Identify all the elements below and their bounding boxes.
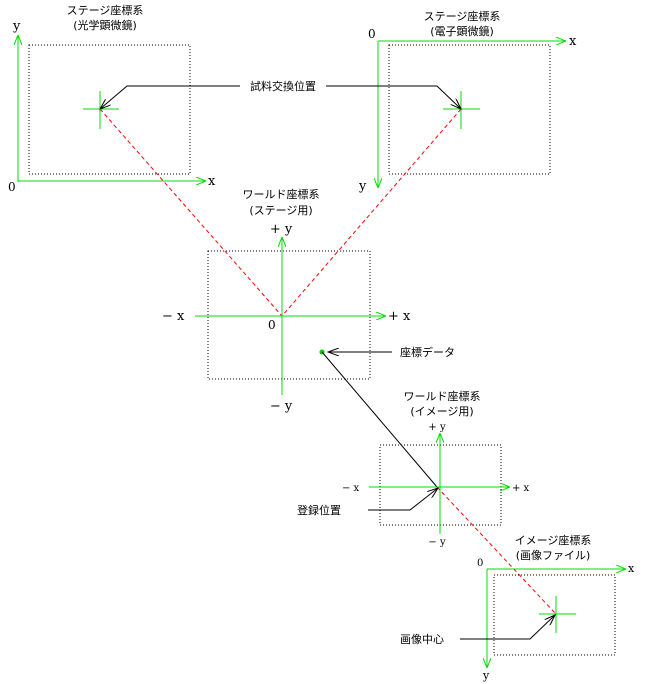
stage-optical-group: ステージ座標系 (光学顕微鏡) y x 0 — [8, 3, 216, 194]
world-image-title: ワールド座標系 — [404, 389, 481, 403]
coordinate-data-label: 座標データ — [400, 345, 455, 359]
world-stage-minus-y-label: − y — [270, 399, 293, 414]
stage-electron-x-label: x — [569, 34, 577, 49]
image-coord-x-label: x — [628, 562, 635, 575]
stage-optical-subtitle: (光学顕微鏡) — [73, 18, 137, 32]
image-coord-group: イメージ座標系 (画像ファイル) 0 x y — [477, 533, 635, 682]
mapping-lines — [99, 108, 556, 614]
stage-optical-frame — [28, 44, 191, 175]
world-stage-subtitle: (ステージ用) — [249, 204, 312, 217]
world-stage-group: ワールド座標系 (ステージ用) + y − y + x − x 0 — [162, 187, 411, 414]
data-to-registered-line — [321, 351, 438, 488]
world-stage-plus-y-label: + y — [270, 222, 293, 237]
world-stage-minus-x-label: − x — [162, 309, 185, 324]
stage-electron-title: ステージ座標系 — [424, 9, 501, 23]
coordinate-data-callout: 座標データ — [319, 345, 455, 488]
sample-exchange-callout: 試料交換位置 — [100, 79, 461, 109]
world-image-subtitle: (イメージ用) — [410, 405, 473, 418]
stage-electron-y-label: y — [358, 179, 367, 194]
registered-position-label: 登録位置 — [297, 503, 341, 517]
stage-electron-subtitle: (電子顕微鏡) — [430, 24, 494, 38]
stage-electron-frame — [388, 44, 551, 175]
image-coord-subtitle: (画像ファイル) — [516, 549, 591, 562]
image-center-callout: 画像中心 — [400, 615, 555, 646]
world-image-group: ワールド座標系 (イメージ用) + y − y + x − x — [342, 389, 530, 548]
sample-exchange-arrow-left — [100, 85, 240, 109]
stage-optical-title: ステージ座標系 — [67, 3, 144, 17]
sample-exchange-label: 試料交換位置 — [250, 79, 316, 93]
world-to-image-dashed-line — [436, 486, 556, 614]
sample-exchange-arrow-right — [326, 85, 461, 109]
stage-optical-x-label: x — [208, 174, 216, 189]
registered-position-callout: 登録位置 — [297, 488, 438, 517]
image-coord-frame — [493, 574, 616, 656]
stage-electron-group: ステージ座標系 (電子顕微鏡) 0 x y — [358, 9, 577, 194]
world-stage-origin-label: 0 — [268, 318, 276, 332]
optical-to-world-dashed-line — [99, 108, 283, 317]
image-center-label: 画像中心 — [400, 633, 444, 646]
world-stage-title: ワールド座標系 — [243, 187, 320, 201]
image-coord-title: イメージ座標系 — [515, 533, 592, 547]
world-stage-frame — [207, 250, 371, 380]
world-image-minus-y-label: − y — [428, 537, 446, 548]
world-image-plus-x-label: + x — [512, 483, 530, 494]
stage-optical-origin-label: 0 — [8, 180, 16, 194]
stage-optical-y-label: y — [12, 19, 21, 34]
stage-electron-origin-label: 0 — [368, 27, 376, 41]
world-stage-plus-x-label: + x — [388, 309, 411, 324]
image-coord-origin-label: 0 — [477, 558, 483, 569]
image-center-arrow — [460, 615, 555, 640]
registered-position-arrow — [368, 488, 438, 511]
world-image-plus-y-label: + y — [428, 422, 446, 433]
world-image-minus-x-label: − x — [342, 483, 360, 494]
image-coord-y-label: y — [482, 669, 490, 682]
electron-to-world-dashed-line — [281, 108, 462, 317]
